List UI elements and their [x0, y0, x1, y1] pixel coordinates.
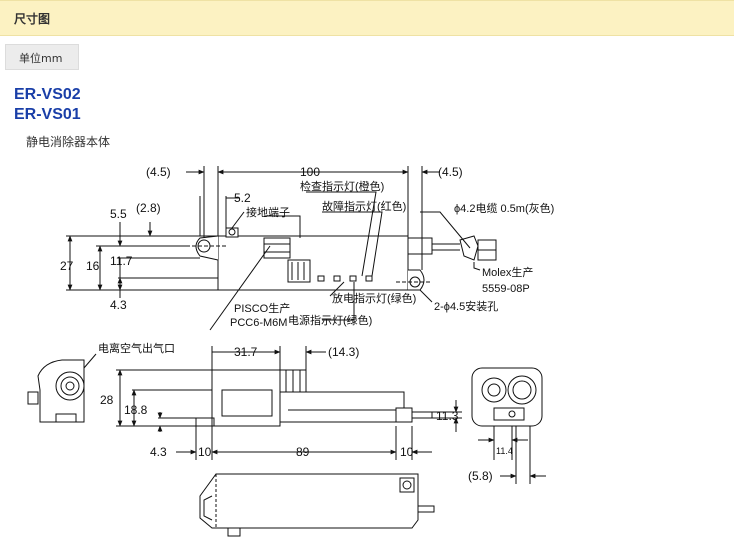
label-ground-terminal: 接地端子: [246, 206, 290, 219]
dim-4-3-top: 4.3: [110, 298, 127, 312]
dim-4-5-left: (4.5): [146, 165, 171, 179]
dim-100: 100: [300, 165, 320, 179]
label-fault-lamp: 故障指示灯(红色): [322, 199, 406, 213]
unit-badge: 单位mm: [5, 44, 79, 70]
bottom-view: [199, 473, 435, 537]
label-power-lamp: 电源指示灯(绿色): [288, 313, 372, 327]
label-pisco-part: PCC6-M6M: [230, 317, 287, 329]
dim-27: 27: [60, 259, 74, 273]
label-molex: Molex生产: [482, 265, 533, 279]
label-molex-part: 5559-08P: [482, 283, 530, 295]
top-view: [66, 166, 497, 331]
dim-11-4: 11.4: [496, 446, 513, 456]
label-inspect-lamp: 检查指示灯(橙色): [300, 179, 384, 193]
dim-4-5-right: (4.5): [438, 165, 463, 179]
dim-16: 16: [86, 259, 100, 273]
label-cable: ϕ4.2电缆 0.5m(灰色): [454, 201, 554, 215]
label-discharge-lamp: 放电指示灯(绿色): [332, 291, 416, 305]
right-side-view: [471, 367, 546, 484]
dim-14-3: (14.3): [328, 345, 359, 359]
front-view: [116, 346, 462, 460]
dim-5-8: (5.8): [468, 469, 493, 483]
dim-10-right: 10: [400, 445, 414, 459]
dim-18-8: 18.8: [124, 403, 148, 417]
dim-11-3: 11.3: [436, 409, 459, 423]
section-title: 尺寸图: [14, 12, 51, 26]
dim-31-7: 31.7: [234, 345, 258, 359]
dim-11-7: 11.7: [110, 254, 133, 268]
label-pisco: PISCO生产: [234, 301, 290, 315]
left-side-view: [27, 353, 97, 423]
label-mount-hole: 2-ϕ4.5安装孔: [434, 299, 498, 313]
section-header: 尺寸图: [0, 0, 734, 36]
drawing-subtitle: 静电消除器本体: [26, 135, 111, 149]
dim-89: 89: [296, 445, 310, 459]
model-name-vs02: ER-VS02: [14, 86, 81, 103]
model-name-vs01: ER-VS01: [14, 106, 81, 123]
dimension-drawing: (4.5) 100 (4.5) 5.2 (2.8) 5.5 27 16 11.7…: [27, 165, 554, 537]
dim-2-8-paren: (2.8): [136, 201, 161, 215]
dim-28: 28: [100, 393, 114, 407]
dim-5-5: 5.5: [110, 207, 127, 221]
dim-4-3-bottom: 4.3: [150, 445, 167, 459]
dim-10-left: 10: [198, 445, 212, 459]
label-ion-air-outlet: 电离空气出气口: [98, 341, 175, 355]
dim-5-2: 5.2: [234, 191, 251, 205]
unit-label: 单位mm: [19, 52, 63, 65]
